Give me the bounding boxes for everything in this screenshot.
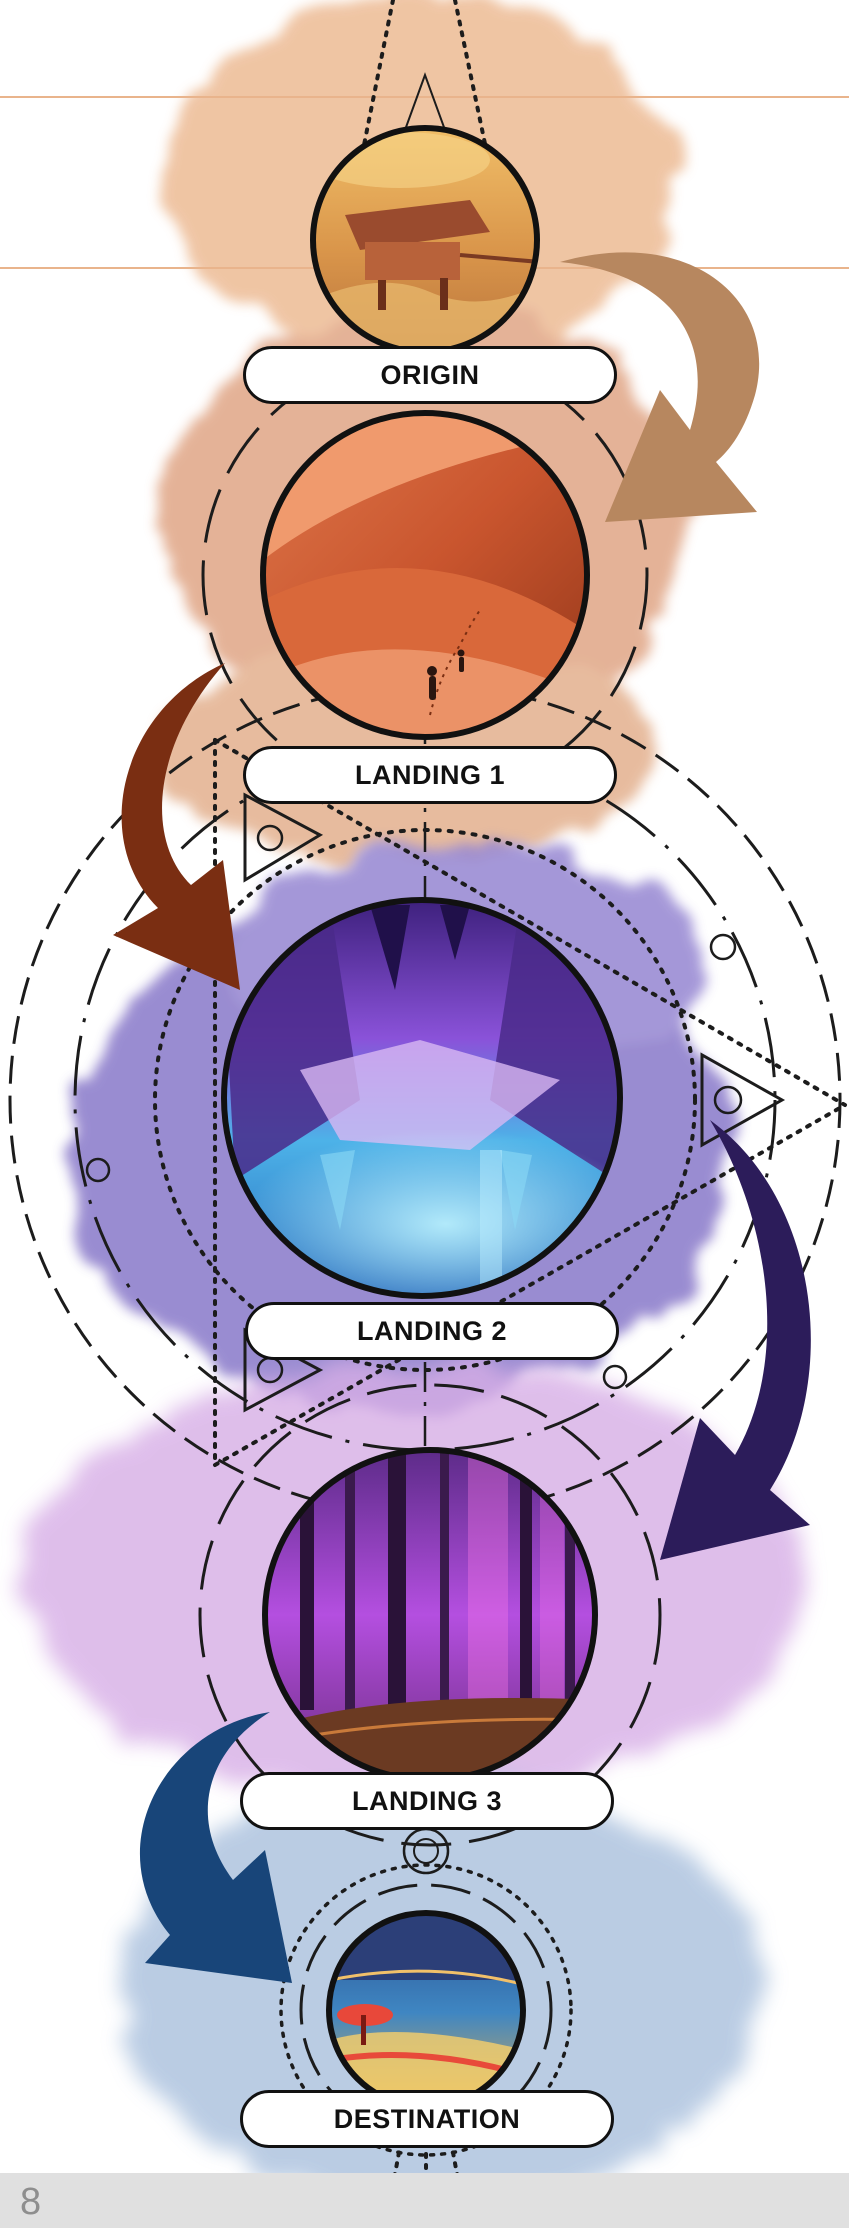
stop-label-landing-2: LANDING 2 — [245, 1302, 619, 1360]
stop-label-landing-1: LANDING 1 — [243, 746, 617, 804]
stop-label-landing-2-text: LANDING 2 — [357, 1316, 507, 1347]
stop-label-origin: ORIGIN — [243, 346, 617, 404]
stop-label-landing-1-text: LANDING 1 — [355, 760, 505, 791]
stop-label-landing-3: LANDING 3 — [240, 1772, 614, 1830]
stop-label-destination: DESTINATION — [240, 2090, 614, 2148]
stop-label-destination-text: DESTINATION — [334, 2104, 521, 2135]
page-number: 8 — [20, 2183, 41, 2221]
stop-label-origin-text: ORIGIN — [380, 360, 479, 391]
page-footer-bar — [0, 2173, 849, 2228]
stop-label-landing-3-text: LANDING 3 — [352, 1786, 502, 1817]
